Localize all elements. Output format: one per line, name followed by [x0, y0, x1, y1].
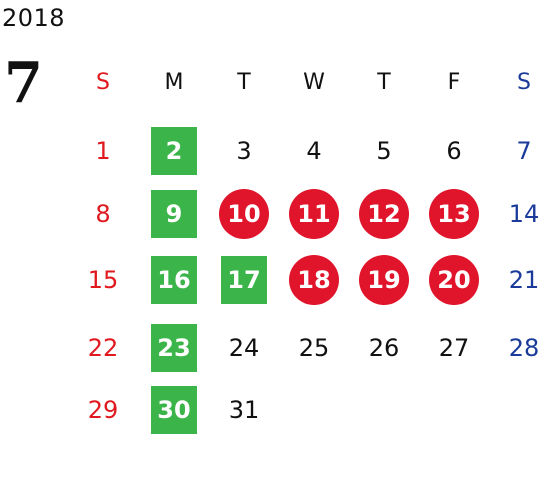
- day-16[interactable]: 16: [149, 256, 199, 304]
- weekday-header-wednesday: W: [303, 69, 325, 95]
- day-4[interactable]: 4: [306, 137, 322, 165]
- month-label: 7: [4, 50, 43, 116]
- day-9-highlight: 9: [151, 190, 197, 238]
- day-28[interactable]: 28: [508, 334, 540, 362]
- day-1[interactable]: 1: [95, 137, 111, 165]
- week-row: 15 16 17 18 19 20 21: [66, 255, 546, 305]
- week-row: 8 9 10 11 12 13 14: [66, 189, 546, 239]
- day-26[interactable]: 26: [368, 334, 400, 362]
- day-18[interactable]: 18: [289, 255, 339, 305]
- day-5[interactable]: 5: [376, 137, 392, 165]
- day-11-highlight: 11: [289, 189, 339, 239]
- day-13[interactable]: 13: [429, 189, 479, 239]
- day-30-highlight: 30: [151, 386, 197, 434]
- day-10[interactable]: 10: [219, 189, 269, 239]
- year-label: 2018: [2, 4, 66, 32]
- day-14[interactable]: 14: [508, 200, 540, 228]
- day-8[interactable]: 8: [95, 200, 111, 228]
- weekday-header-friday: F: [447, 69, 461, 95]
- day-12[interactable]: 12: [359, 189, 409, 239]
- weekday-header-saturday: S: [517, 69, 531, 95]
- day-31[interactable]: 31: [228, 396, 260, 424]
- week-row: 29 30 31: [66, 386, 546, 434]
- day-12-highlight: 12: [359, 189, 409, 239]
- day-3[interactable]: 3: [236, 137, 252, 165]
- day-17-highlight: 17: [221, 256, 267, 304]
- week-row: 1 2 3 4 5 6 7: [66, 127, 546, 175]
- day-10-highlight: 10: [219, 189, 269, 239]
- day-29[interactable]: 29: [87, 396, 119, 424]
- weekday-header-tuesday: T: [237, 69, 251, 95]
- day-23-highlight: 23: [151, 324, 197, 372]
- day-11[interactable]: 11: [289, 189, 339, 239]
- day-7[interactable]: 7: [516, 137, 532, 165]
- day-21[interactable]: 21: [508, 266, 540, 294]
- day-13-highlight: 13: [429, 189, 479, 239]
- day-24[interactable]: 24: [228, 334, 260, 362]
- week-row: 22 23 24 25 26 27 28: [66, 324, 546, 372]
- day-30[interactable]: 30: [149, 386, 199, 434]
- day-23[interactable]: 23: [149, 324, 199, 372]
- day-17[interactable]: 17: [219, 256, 269, 304]
- day-6[interactable]: 6: [446, 137, 462, 165]
- day-19[interactable]: 19: [359, 255, 409, 305]
- weekday-header-sunday: S: [96, 69, 110, 95]
- weekday-header-thursday: T: [377, 69, 391, 95]
- day-2[interactable]: 2: [149, 127, 199, 175]
- day-20[interactable]: 20: [429, 255, 479, 305]
- day-9[interactable]: 9: [149, 190, 199, 238]
- weekday-header-monday: M: [164, 69, 184, 95]
- day-27[interactable]: 27: [438, 334, 470, 362]
- day-16-highlight: 16: [151, 256, 197, 304]
- day-22[interactable]: 22: [87, 334, 119, 362]
- weekday-header-row: S M T W T F S: [66, 58, 546, 106]
- day-2-highlight: 2: [151, 127, 197, 175]
- day-25[interactable]: 25: [298, 334, 330, 362]
- day-15[interactable]: 15: [87, 266, 119, 294]
- day-19-highlight: 19: [359, 255, 409, 305]
- day-20-highlight: 20: [429, 255, 479, 305]
- day-18-highlight: 18: [289, 255, 339, 305]
